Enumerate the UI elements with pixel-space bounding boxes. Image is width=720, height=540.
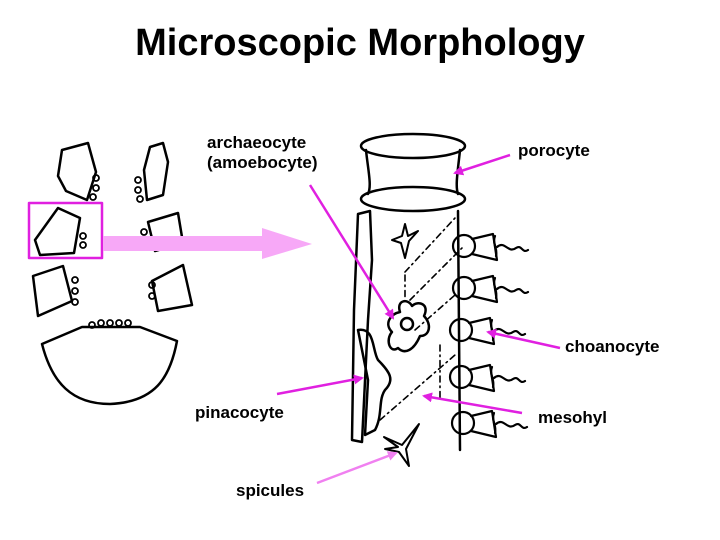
pointer-pinacocyte bbox=[276, 374, 364, 396]
pointer-archaeocyte bbox=[308, 184, 395, 320]
zoom-box bbox=[27, 201, 104, 260]
pointer-spicules bbox=[316, 451, 398, 485]
sponge-cross-section bbox=[31, 141, 194, 406]
label-choanocyte: choanocyte bbox=[565, 337, 660, 356]
pointer-porocyte bbox=[453, 153, 511, 176]
label-spicules: spicules bbox=[236, 481, 305, 500]
label-porocyte: porocyte bbox=[518, 141, 590, 160]
label-mesohyl: mesohyl bbox=[538, 408, 607, 427]
pointer-choanocyte bbox=[486, 328, 561, 350]
pointer-mesohyl bbox=[422, 392, 523, 415]
label-pinacocyte: pinacocyte bbox=[195, 403, 284, 422]
label-archaeocyte: archaeocyte (amoebocyte) bbox=[207, 133, 318, 172]
wall-section bbox=[350, 132, 530, 467]
zoom-arrow bbox=[103, 228, 312, 259]
slide-title: Microscopic Morphology bbox=[135, 22, 585, 64]
